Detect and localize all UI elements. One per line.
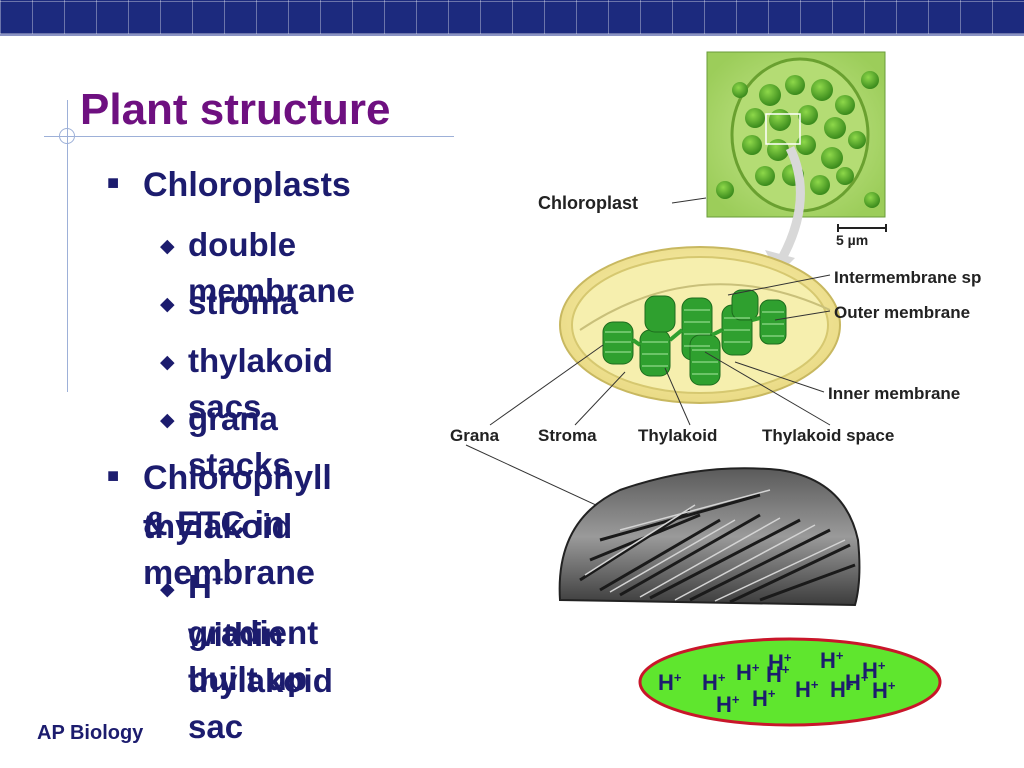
proton-sac: H+H+H+H+H+H+H+H+H+H+H+H+H+: [638, 637, 942, 727]
subbullet-double-membrane: double membrane: [188, 226, 355, 309]
square-bullet-icon: ■: [107, 172, 120, 194]
decor-circle: [59, 128, 75, 144]
diamond-bullet-icon: ◆: [160, 352, 175, 373]
decor-horizontal-line: [44, 136, 454, 137]
subbullet-h-gradient-line2: within thylakoid sac: [188, 616, 333, 745]
bullet-chlorophyll-line2: thylakoid membrane: [143, 508, 315, 592]
top-banner: [0, 0, 1024, 34]
diamond-bullet-icon: ◆: [160, 236, 175, 257]
grana-label: Grana: [450, 426, 500, 445]
zoom-arrow: [776, 146, 805, 265]
diamond-bullet-icon: ◆: [160, 410, 175, 431]
subbullet-h-gradient-line1: H+ gradient built up: [188, 568, 319, 697]
subbullet-thylakoid-sacs: thylakoid sacs: [188, 342, 333, 425]
scale-label: 5 µm: [836, 232, 868, 248]
stroma-label: Stroma: [538, 426, 597, 445]
subbullet-grana-stacks: grana stacks: [188, 400, 291, 483]
electron-micrograph: [558, 467, 861, 607]
inner-membrane-label: Inner membrane: [828, 384, 960, 403]
thylakoid-space-label: Thylakoid space: [762, 426, 894, 445]
thylakoid-sac-oval: [638, 637, 942, 727]
diamond-bullet-icon: ◆: [160, 579, 175, 600]
bullet-chloroplasts: Chloroplasts: [143, 166, 351, 204]
thylakoid-label: Thylakoid: [638, 426, 717, 445]
subbullet-stroma: stroma: [188, 284, 299, 321]
outer-membrane-label: Outer membrane: [834, 303, 970, 322]
banner-divider: [0, 34, 1024, 36]
decor-vertical-line: [67, 100, 68, 392]
square-bullet-icon: ■: [107, 465, 120, 487]
slide-title: Plant structure: [80, 85, 391, 134]
chloroplast-label: Chloroplast: [538, 193, 638, 213]
footer-label: AP Biology: [37, 722, 144, 744]
chloroplast-illustration: [559, 246, 841, 404]
intermembrane-label: Intermembrane sp: [834, 268, 981, 287]
diamond-bullet-icon: ◆: [160, 294, 175, 315]
bullet-chlorophyll-line1: Chlorophyll & ETC in: [143, 459, 332, 543]
